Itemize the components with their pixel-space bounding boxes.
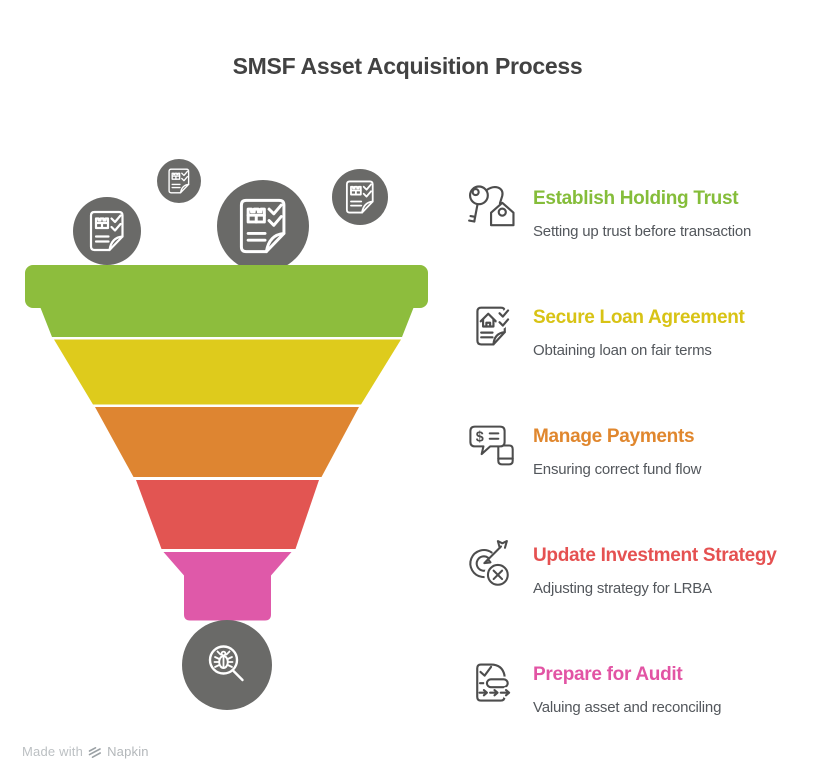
bug-magnifier-icon — [208, 645, 244, 682]
step-manage-payments: $ Manage Payments Ensuring correct fund … — [463, 418, 808, 478]
step-establish-holding-trust: Establish Holding Trust Setting up trust… — [463, 180, 808, 240]
step-title: Establish Holding Trust — [533, 188, 739, 209]
step-title: Manage Payments — [533, 426, 695, 447]
funnel-layer-1 — [25, 265, 428, 337]
target-strategy-icon — [463, 537, 521, 591]
document-circle-small — [157, 159, 201, 203]
funnel — [25, 265, 428, 621]
step-update-investment-strategy: Update Investment Strategy Adjusting str… — [463, 537, 808, 597]
step-secure-loan-agreement: Secure Loan Agreement Obtaining loan on … — [463, 299, 808, 359]
funnel-layer-2 — [54, 339, 401, 405]
made-with-label: Made with — [22, 744, 84, 759]
step-subtitle: Obtaining loan on fair terms — [533, 342, 712, 359]
funnel-layer-5 — [163, 552, 292, 621]
loan-document-icon — [463, 299, 521, 353]
dollar-glyph: $ — [476, 429, 484, 445]
made-with-napkin: Made with Napkin — [22, 744, 149, 759]
document-circle-large — [217, 180, 309, 272]
step-title: Secure Loan Agreement — [533, 307, 745, 328]
audit-output-circle — [182, 620, 272, 710]
step-title: Update Investment Strategy — [533, 545, 777, 566]
step-subtitle: Ensuring correct fund flow — [533, 461, 702, 478]
key-house-icon — [463, 180, 521, 234]
document-circle-right — [332, 169, 388, 225]
brand-label: Napkin — [107, 744, 149, 759]
audit-document-icon — [463, 656, 521, 710]
funnel-layer-4 — [136, 480, 319, 549]
step-subtitle: Adjusting strategy for LRBA — [533, 580, 712, 597]
page-title: SMSF Asset Acquisition Process — [232, 53, 583, 79]
payment-chat-icon: $ — [463, 418, 521, 472]
step-subtitle: Valuing asset and reconciling — [533, 699, 722, 716]
step-prepare-for-audit: Prepare for Audit Valuing asset and reco… — [463, 656, 808, 716]
step-subtitle: Setting up trust before transaction — [533, 223, 752, 240]
document-drop-circles — [73, 159, 388, 272]
funnel-layer-3 — [95, 407, 359, 477]
napkin-logo-icon — [88, 746, 102, 758]
funnel-diagram — [25, 159, 428, 710]
document-circle-left — [73, 197, 141, 265]
step-title: Prepare for Audit — [533, 664, 683, 685]
